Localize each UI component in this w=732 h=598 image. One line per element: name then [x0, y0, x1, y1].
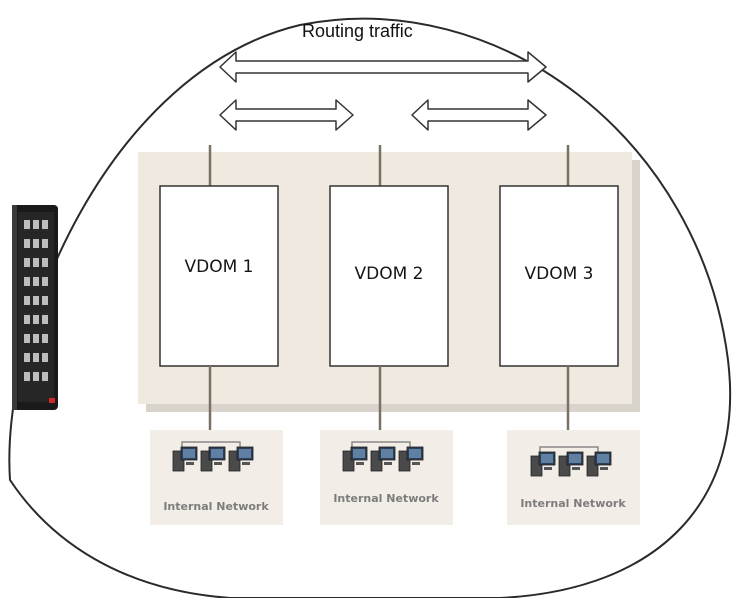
vdom-1: VDOM 1	[159, 185, 279, 367]
pc-stand	[384, 462, 392, 465]
pc-screen	[409, 449, 421, 458]
network-label: Internal Network	[333, 492, 439, 505]
computer-icon	[586, 451, 612, 477]
boundary-ellipse	[8, 17, 732, 598]
double-arrow-icon	[219, 51, 547, 83]
pc-stand	[600, 467, 608, 470]
network-label: Internal Network	[163, 500, 269, 513]
vdom-box	[499, 185, 619, 367]
pc-tower	[398, 450, 411, 472]
port-led	[24, 277, 30, 286]
routing-arrow-left	[219, 99, 354, 131]
port-led	[42, 353, 48, 362]
port-led	[42, 296, 48, 305]
pc-screen	[211, 449, 223, 458]
computer-icon	[530, 451, 556, 477]
port-led	[24, 239, 30, 248]
pc-stand	[186, 462, 194, 465]
computer-icon	[172, 446, 198, 472]
port-led	[33, 258, 39, 267]
port-led	[24, 315, 30, 324]
pc-stand	[214, 462, 222, 465]
appliance-ports	[24, 220, 48, 381]
network-computers	[342, 441, 424, 472]
vdom-2: VDOM 2	[329, 185, 449, 367]
pc-screen	[569, 454, 581, 463]
internal-network-3: Internal Network	[507, 430, 640, 525]
pc-tower	[342, 450, 355, 472]
pc-screen	[381, 449, 393, 458]
port-led	[42, 277, 48, 286]
port-led	[33, 334, 39, 343]
computer-icon	[342, 446, 368, 472]
computer-icon	[228, 446, 254, 472]
vdom-3: VDOM 3	[499, 185, 619, 367]
computer-icon	[398, 446, 424, 472]
vdom-label: VDOM 1	[185, 257, 254, 277]
pc-screen	[239, 449, 251, 458]
network-computers	[172, 441, 254, 472]
pc-tower	[200, 450, 213, 472]
network-tile	[150, 430, 283, 525]
port-led	[42, 334, 48, 343]
vdom-box	[159, 185, 279, 367]
vdom-box	[329, 185, 449, 367]
port-led	[24, 296, 30, 305]
pc-screen	[183, 449, 195, 458]
network-tile	[320, 430, 453, 525]
pc-screen	[541, 454, 553, 463]
port-led	[33, 220, 39, 229]
port-led	[42, 220, 48, 229]
pc-stand	[242, 462, 250, 465]
internal-network-1: Internal Network	[150, 430, 283, 525]
port-led	[42, 315, 48, 324]
computer-icon	[558, 451, 584, 477]
port-led	[24, 372, 30, 381]
routing-arrow-long	[219, 51, 547, 83]
pc-tower	[558, 455, 571, 477]
computer-icon	[370, 446, 396, 472]
port-led	[42, 372, 48, 381]
computer-icon	[200, 446, 226, 472]
vdom-label: VDOM 3	[525, 264, 594, 284]
port-led	[42, 239, 48, 248]
pc-stand	[572, 467, 580, 470]
port-led	[24, 258, 30, 267]
pc-tower	[530, 455, 543, 477]
port-led	[33, 353, 39, 362]
double-arrow-icon	[219, 99, 354, 131]
double-arrow-icon	[411, 99, 547, 131]
pc-stand	[356, 462, 364, 465]
port-led	[33, 372, 39, 381]
pc-tower	[228, 450, 241, 472]
pc-tower	[172, 450, 185, 472]
pc-tower	[586, 455, 599, 477]
appliance-stripe	[12, 205, 17, 410]
port-led	[33, 277, 39, 286]
internal-network-2: Internal Network	[320, 430, 453, 525]
pc-stand	[412, 462, 420, 465]
vdom-label: VDOM 2	[355, 264, 424, 284]
diagram-title: Routing traffic	[302, 21, 413, 41]
pc-tower	[370, 450, 383, 472]
port-led	[33, 315, 39, 324]
port-led	[42, 258, 48, 267]
firewall-appliance	[12, 205, 58, 410]
appliance-red-led	[49, 398, 55, 403]
pc-stand	[544, 467, 552, 470]
network-label: Internal Network	[520, 497, 626, 510]
network-tile	[507, 430, 640, 525]
port-led	[24, 353, 30, 362]
port-led	[24, 220, 30, 229]
port-led	[33, 296, 39, 305]
network-computers	[530, 446, 612, 477]
pc-screen	[353, 449, 365, 458]
port-led	[33, 239, 39, 248]
pc-screen	[597, 454, 609, 463]
port-led	[24, 334, 30, 343]
routing-arrow-right	[411, 99, 547, 131]
